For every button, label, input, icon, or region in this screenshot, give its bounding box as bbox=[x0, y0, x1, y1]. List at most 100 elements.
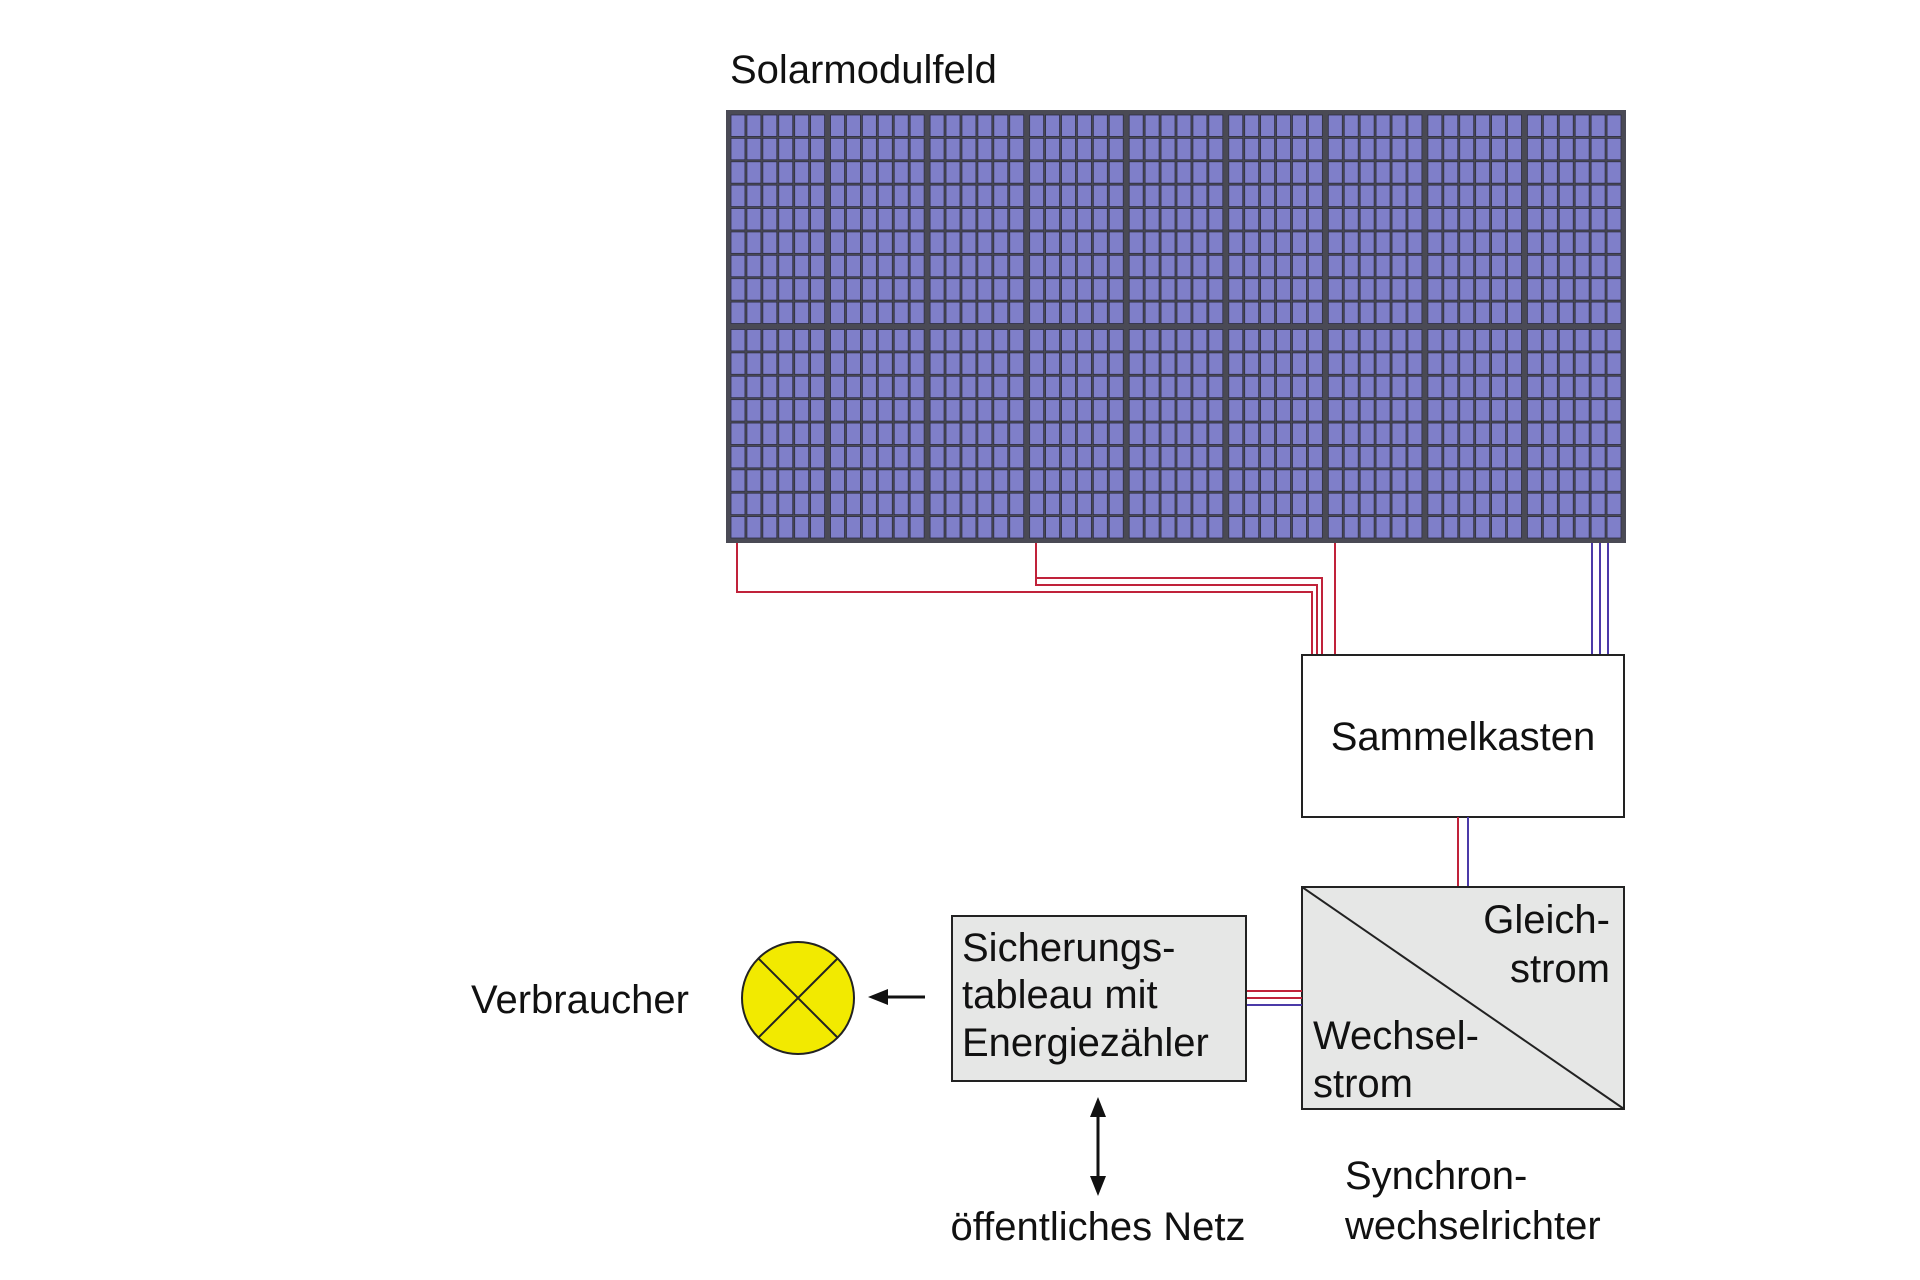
solar-cell bbox=[1061, 422, 1076, 445]
solar-cell bbox=[1558, 231, 1574, 254]
solar-cell bbox=[993, 278, 1009, 301]
solar-cell bbox=[993, 329, 1009, 352]
solar-cell bbox=[1228, 446, 1244, 469]
solar-cell bbox=[862, 208, 877, 231]
solar-cell bbox=[810, 375, 825, 399]
solar-cell bbox=[1308, 301, 1323, 324]
solar-cell bbox=[810, 516, 825, 539]
solar-cell bbox=[1176, 301, 1192, 324]
solar-cell bbox=[1590, 516, 1606, 539]
solar-cell bbox=[1375, 446, 1391, 469]
solar-cell bbox=[1160, 352, 1176, 375]
solar-cell bbox=[794, 469, 810, 492]
solar-cell bbox=[1160, 114, 1176, 137]
solar-cell bbox=[1574, 137, 1590, 161]
solar-cell bbox=[1208, 137, 1224, 161]
solar-cell bbox=[862, 375, 877, 399]
solar-cell bbox=[945, 422, 961, 445]
solar-cell bbox=[778, 446, 794, 469]
solar-cell bbox=[1045, 446, 1060, 469]
solar-cell bbox=[1029, 301, 1045, 324]
solar-cell bbox=[846, 184, 861, 207]
solar-cell bbox=[993, 254, 1009, 278]
solar-cell bbox=[961, 492, 977, 516]
solar-cell bbox=[1077, 422, 1092, 445]
solar-cell bbox=[1407, 352, 1423, 375]
solar-cell bbox=[862, 352, 877, 375]
solar-cell bbox=[1045, 161, 1060, 184]
solar-cell bbox=[1292, 114, 1307, 137]
solar-cell bbox=[1407, 161, 1423, 184]
solar-cell bbox=[1160, 184, 1176, 207]
solar-cell bbox=[762, 301, 778, 324]
solar-cell bbox=[1375, 301, 1391, 324]
solar-cell bbox=[1542, 352, 1558, 375]
solar-cell bbox=[810, 254, 825, 278]
solar-cell bbox=[1192, 114, 1208, 137]
solar-cell bbox=[1475, 114, 1491, 137]
solar-cell bbox=[830, 352, 845, 375]
solar-cell bbox=[893, 231, 909, 254]
inverter-name-1: Synchron- bbox=[1345, 1154, 1527, 1198]
combiner-to-inverter-wires bbox=[1457, 817, 1469, 887]
solar-cell bbox=[1590, 446, 1606, 469]
solar-cell bbox=[730, 352, 746, 375]
solar-cell bbox=[1427, 137, 1443, 161]
solar-cell bbox=[1359, 278, 1375, 301]
solar-cell bbox=[762, 399, 778, 422]
solar-cell bbox=[1459, 114, 1475, 137]
solar-cell bbox=[1542, 254, 1558, 278]
solar-cell bbox=[1077, 352, 1092, 375]
solar-cell bbox=[1061, 278, 1076, 301]
solar-cell bbox=[1542, 231, 1558, 254]
solar-cell bbox=[1009, 352, 1025, 375]
solar-cell bbox=[746, 184, 762, 207]
solar-cell bbox=[1574, 469, 1590, 492]
solar-cell bbox=[746, 254, 762, 278]
solar-cell bbox=[1308, 329, 1323, 352]
solar-cell bbox=[810, 114, 825, 137]
solar-cell bbox=[1276, 231, 1291, 254]
solar-cell bbox=[846, 301, 861, 324]
solar-cell bbox=[1292, 184, 1307, 207]
solar-cell bbox=[1359, 161, 1375, 184]
solar-cell bbox=[1144, 375, 1160, 399]
solar-cell bbox=[877, 329, 893, 352]
solar-cell bbox=[1359, 137, 1375, 161]
solar-cell bbox=[977, 231, 993, 254]
solar-cell bbox=[1459, 278, 1475, 301]
solar-cell bbox=[929, 492, 945, 516]
solar-cell bbox=[1558, 161, 1574, 184]
solar-cell bbox=[1375, 208, 1391, 231]
solar-cell bbox=[1228, 137, 1244, 161]
solar-cell bbox=[1343, 469, 1359, 492]
solar-cell bbox=[1092, 301, 1108, 324]
solar-cell bbox=[1045, 114, 1060, 137]
solar-cell bbox=[1045, 137, 1060, 161]
solar-cell bbox=[1606, 231, 1622, 254]
solar-cell bbox=[1590, 469, 1606, 492]
solar-cell bbox=[1375, 375, 1391, 399]
solar-cell bbox=[945, 231, 961, 254]
solar-cell bbox=[1160, 329, 1176, 352]
solar-cell bbox=[1260, 184, 1275, 207]
array-label: Solarmodulfeld bbox=[730, 48, 997, 92]
solar-cell bbox=[1260, 208, 1275, 231]
solar-cell bbox=[961, 352, 977, 375]
solar-cell bbox=[1092, 516, 1108, 539]
solar-cell bbox=[1077, 114, 1092, 137]
solar-cell bbox=[1228, 161, 1244, 184]
solar-cell bbox=[877, 231, 893, 254]
solar-cell bbox=[1176, 446, 1192, 469]
solar-cell bbox=[730, 278, 746, 301]
solar-cell bbox=[1176, 399, 1192, 422]
solar-cell bbox=[778, 278, 794, 301]
solar-cell bbox=[1108, 301, 1124, 324]
solar-cell bbox=[993, 114, 1009, 137]
solar-cell bbox=[945, 446, 961, 469]
solar-cell bbox=[730, 301, 746, 324]
solar-cell bbox=[877, 516, 893, 539]
solar-cell bbox=[1244, 278, 1260, 301]
solar-cell bbox=[1144, 114, 1160, 137]
solar-cell bbox=[1459, 161, 1475, 184]
